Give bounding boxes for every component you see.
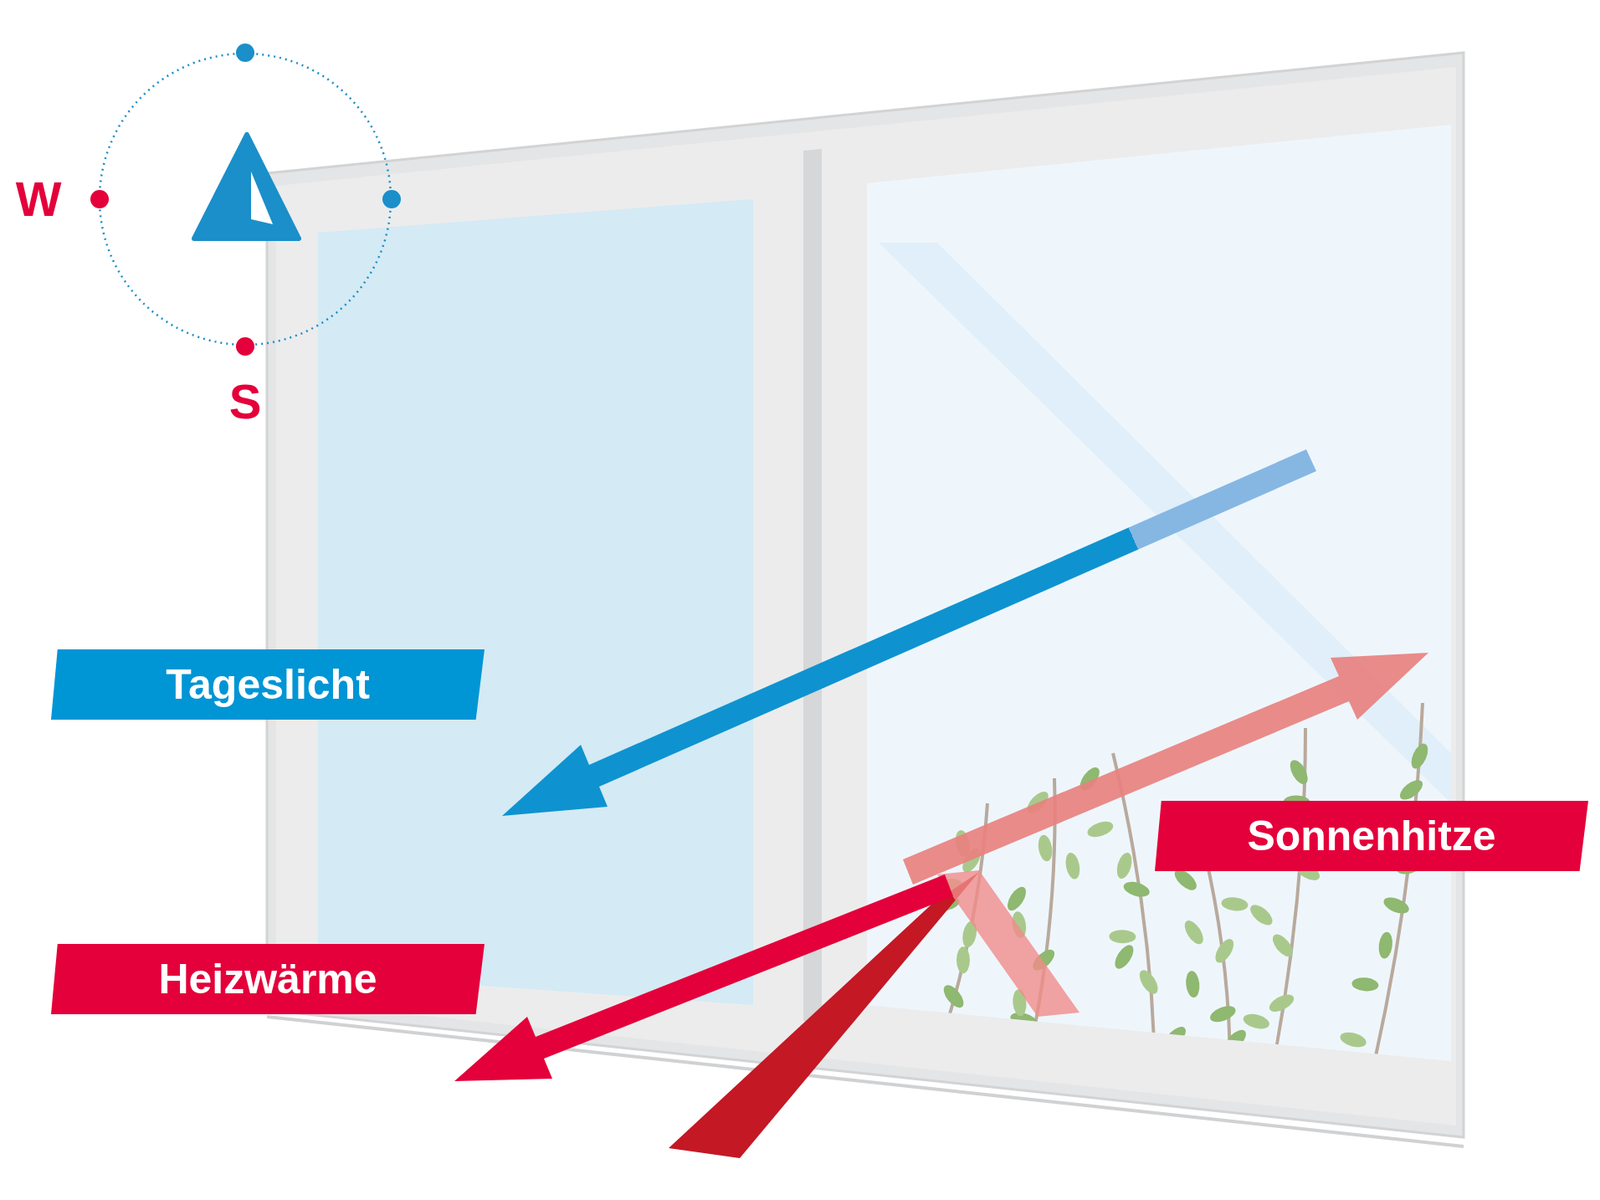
plant-leaf — [1113, 851, 1134, 881]
plant-leaf — [1351, 976, 1380, 993]
plant-leaf — [1212, 1052, 1241, 1069]
sun-heat-through — [937, 870, 1080, 1017]
plant-leaf — [939, 981, 968, 1011]
plant-leaf — [1396, 776, 1426, 804]
plant-leaf — [1377, 931, 1395, 960]
compass-letter: S — [229, 377, 262, 426]
plant-leaf — [1180, 917, 1207, 948]
plant-leaf — [1036, 833, 1055, 862]
plant-leaf — [1184, 969, 1201, 998]
plant-leaf — [1266, 1066, 1297, 1095]
badge-text: Tageslicht — [165, 660, 370, 709]
compass-letter: W — [15, 174, 62, 224]
sun-heat-in — [668, 871, 980, 1159]
left-glass — [317, 199, 754, 1006]
plant-leaf — [1211, 935, 1238, 966]
compass-dot — [382, 189, 401, 209]
right-glass — [866, 124, 1452, 1062]
compass-dot — [90, 189, 109, 209]
plant-leaf — [1160, 1023, 1190, 1052]
plant-stem — [1112, 753, 1155, 1063]
plant-leaf — [1111, 942, 1138, 973]
plant-leaf — [1207, 1002, 1238, 1025]
mullion — [803, 148, 822, 1023]
compass-dot — [235, 43, 255, 62]
north-arrow — [194, 134, 299, 239]
badge-fill — [51, 649, 485, 720]
plant-leaf — [1126, 1057, 1157, 1082]
north-arrow-highlight — [251, 171, 273, 225]
plant-leaf — [1063, 851, 1083, 880]
plant-leaf — [921, 1045, 952, 1067]
badge-text: Sonnenhitze — [1246, 811, 1496, 861]
compass-ring — [99, 53, 391, 345]
plant-leaf — [1108, 929, 1136, 944]
window-sill — [266, 1016, 1464, 1147]
plant-leaf — [1220, 896, 1249, 913]
compass-dot — [235, 337, 255, 356]
plant-leaf — [1085, 818, 1115, 841]
heating-arrow — [454, 874, 954, 1082]
badge-fill — [51, 943, 485, 1015]
label-badge: Tageslicht — [51, 649, 485, 720]
label-badge: Sonnenhitze — [1154, 800, 1589, 872]
plant-leaf — [1286, 757, 1312, 788]
plant-leaf — [1220, 1025, 1250, 1055]
plant-leaf — [1371, 1060, 1400, 1089]
plant-leaf — [1268, 931, 1297, 961]
plant-leaf — [1246, 901, 1277, 929]
plant-leaf — [924, 1016, 954, 1036]
plant-leaf — [956, 946, 970, 974]
plant-leaf — [1266, 990, 1298, 1016]
plant-leaf — [1122, 879, 1152, 900]
plant-leaf — [1016, 1037, 1047, 1062]
plant-leaf — [1381, 894, 1412, 918]
plant-leaf — [1135, 967, 1162, 998]
badge-fill — [1154, 800, 1589, 872]
daylight-arrow — [502, 449, 1317, 816]
plant-leaf — [1241, 1011, 1272, 1032]
plant-leaf — [1408, 741, 1432, 772]
label-badge: Heizwärme — [51, 943, 485, 1015]
badge-text: Heizwärme — [158, 954, 377, 1004]
plant-leaf — [1338, 1030, 1369, 1051]
plant-leaf — [1004, 883, 1031, 914]
